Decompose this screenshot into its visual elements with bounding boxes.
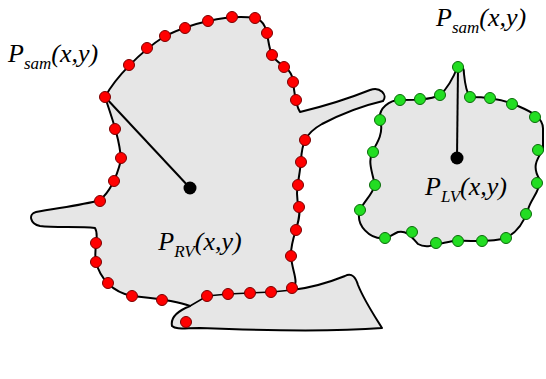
sample-point — [203, 16, 214, 27]
lv-sample-points — [355, 62, 544, 249]
center-label: PLV(x,y) — [425, 171, 507, 206]
sample-point — [279, 62, 290, 73]
region-outline — [345, 56, 546, 262]
sample-point — [266, 287, 277, 298]
sample-point — [288, 77, 299, 88]
sample-point — [291, 95, 302, 106]
point-label: Psam(x,y) — [436, 2, 526, 37]
sample-point — [91, 238, 102, 249]
rv-sample-points — [91, 12, 311, 328]
sample-point — [355, 205, 366, 216]
center-label: PRV(x,y) — [158, 226, 241, 261]
point-label: Psam(x,y) — [8, 38, 98, 73]
sample-point — [532, 178, 543, 189]
subscript: sam — [452, 18, 479, 37]
sample-point — [127, 291, 138, 302]
sample-point — [157, 295, 168, 306]
sample-point — [223, 289, 234, 300]
sample-point — [453, 62, 464, 73]
sample-point — [507, 99, 518, 110]
sample-point — [477, 236, 488, 247]
sample-point — [160, 31, 171, 42]
sample-point — [142, 43, 153, 54]
sample-point — [294, 202, 305, 213]
sample-point — [291, 225, 302, 236]
sample-point — [521, 209, 532, 220]
sample-point — [533, 145, 544, 156]
sample-point — [293, 180, 304, 191]
sample-point — [95, 196, 106, 207]
sample-point — [435, 90, 446, 101]
sample-point — [370, 180, 381, 191]
sample-point — [110, 124, 121, 135]
symbol-part: (x,y) — [195, 227, 242, 256]
sample-point — [180, 23, 191, 34]
center-point — [184, 182, 197, 195]
sample-point — [287, 283, 298, 294]
sample-point — [485, 93, 496, 104]
sample-point — [530, 112, 541, 123]
symbol-part: P — [158, 227, 174, 256]
radius-line — [457, 68, 458, 158]
symbol-part: (x,y) — [51, 39, 98, 68]
symbol-part: (x,y) — [479, 3, 526, 32]
sample-point — [286, 251, 297, 262]
sample-point — [267, 50, 278, 61]
sample-point — [109, 176, 120, 187]
sample-point — [91, 257, 102, 268]
sample-point — [415, 94, 426, 105]
contour-line — [190, 290, 292, 306]
sample-point — [103, 278, 114, 289]
sample-point — [202, 291, 213, 302]
sample-point — [368, 147, 379, 158]
sample-point — [100, 92, 111, 103]
sample-point — [227, 12, 238, 23]
sample-point — [181, 317, 192, 328]
symbol-part: P — [425, 172, 441, 201]
symbol-part: (x,y) — [460, 172, 507, 201]
sample-point — [453, 236, 464, 247]
region-shape — [31, 17, 384, 330]
sample-point — [375, 115, 386, 126]
subscript: LV — [441, 187, 460, 206]
region-shape — [359, 65, 543, 246]
sample-point — [296, 157, 307, 168]
radius-line — [105, 97, 190, 188]
lv-region: PLV(x,y) — [345, 56, 546, 262]
sample-point — [250, 13, 261, 24]
subscript: sam — [24, 54, 51, 73]
sample-point — [431, 238, 442, 249]
center-point — [451, 152, 464, 165]
symbol-part: P — [8, 39, 24, 68]
sample-point — [407, 227, 418, 238]
sample-point — [245, 288, 256, 299]
sample-point — [262, 28, 273, 39]
sample-point — [501, 233, 512, 244]
sample-point — [116, 153, 127, 164]
subscript: RV — [174, 242, 194, 261]
sample-point — [124, 60, 135, 71]
sample-point — [300, 135, 311, 146]
sample-point — [465, 92, 476, 103]
sample-point — [395, 95, 406, 106]
symbol-part: P — [436, 3, 452, 32]
sample-point — [380, 233, 391, 244]
